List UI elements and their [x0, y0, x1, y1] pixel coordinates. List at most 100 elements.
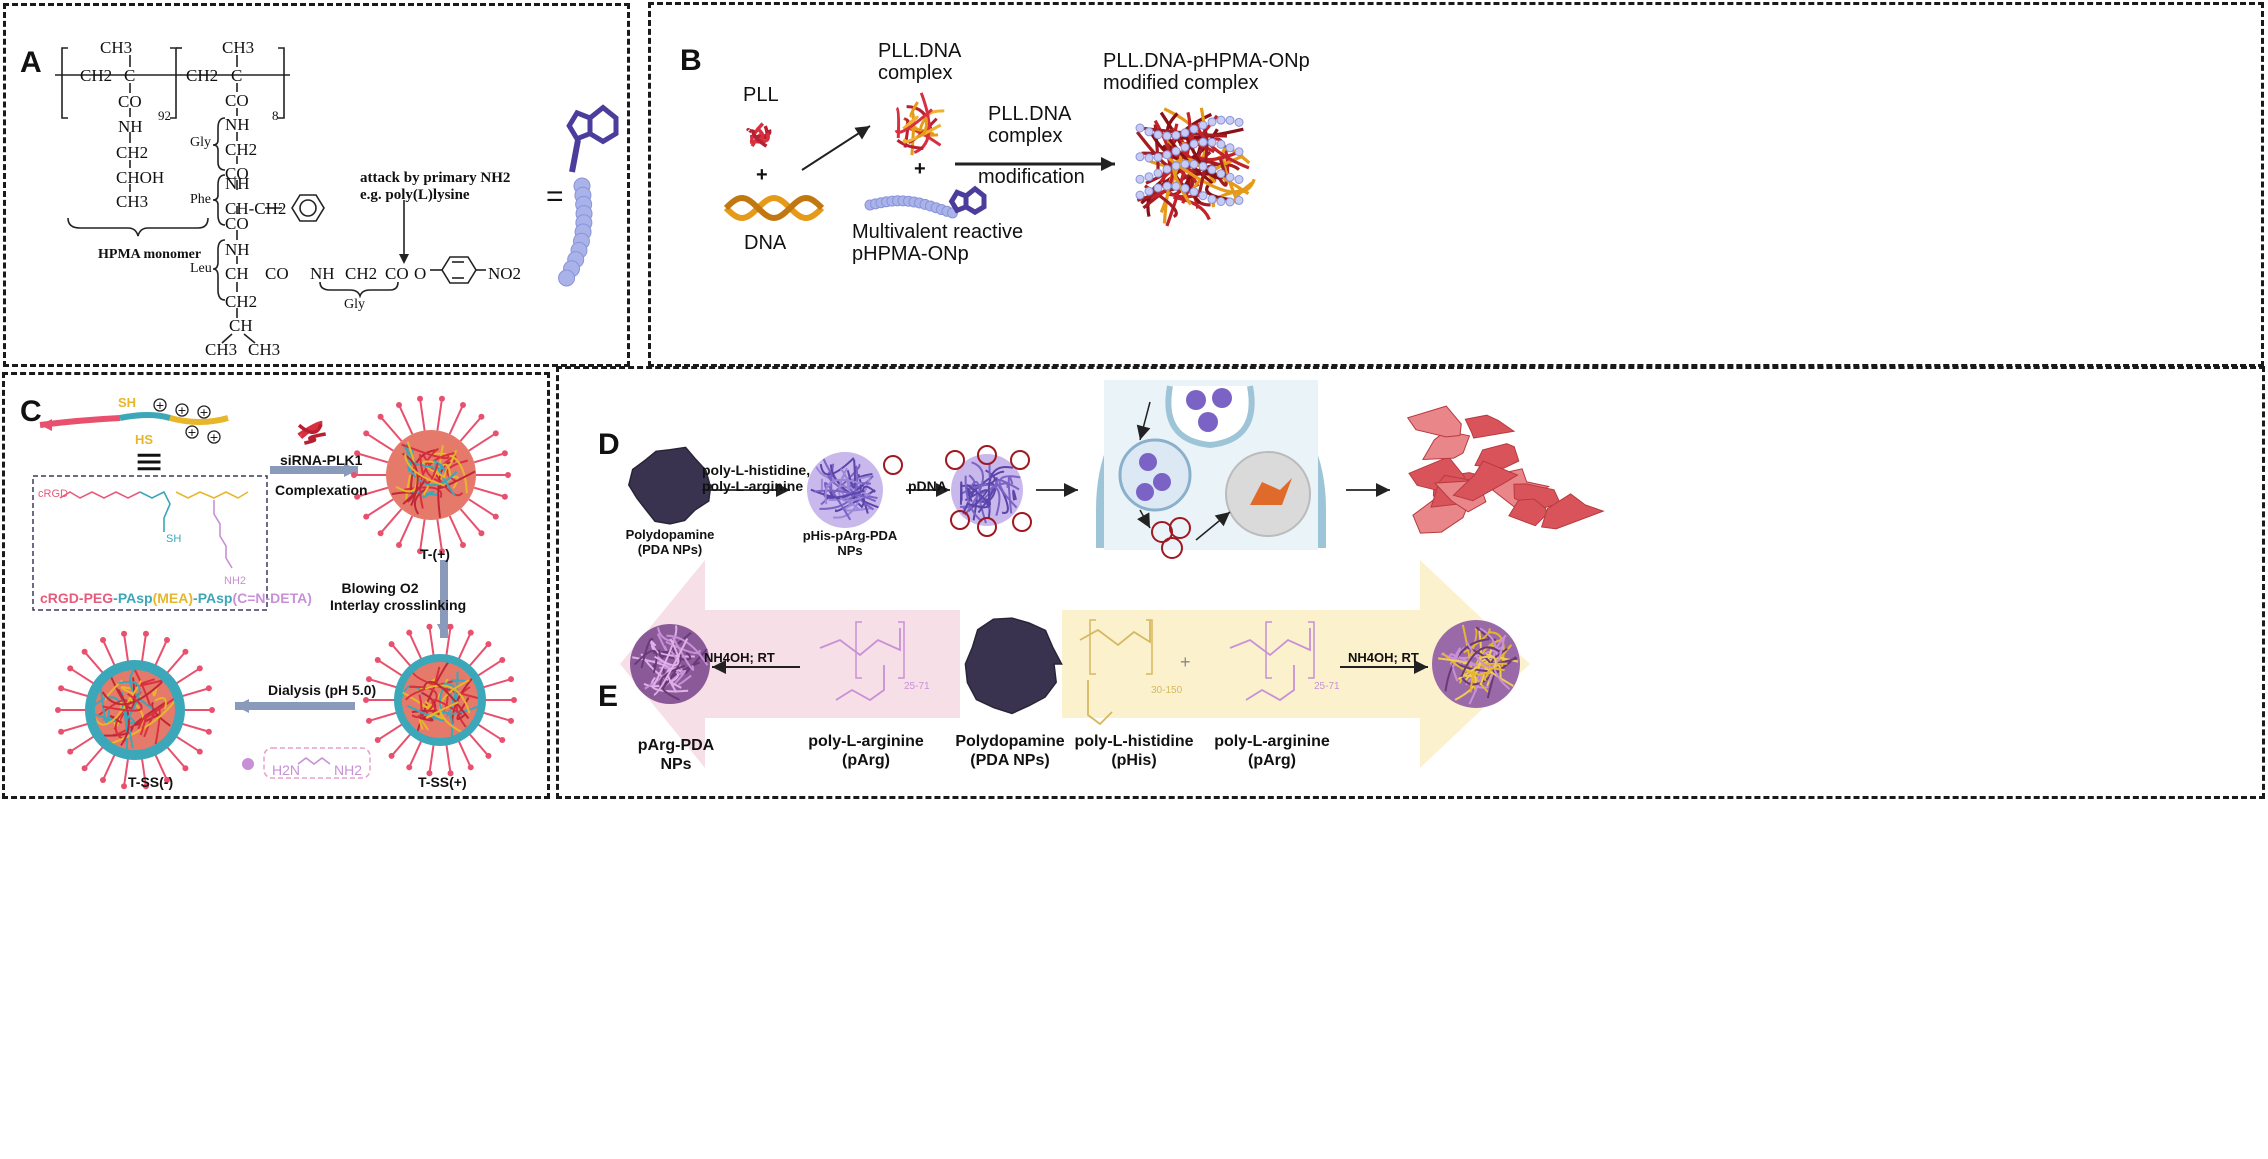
transfected-cell-icon — [1406, 405, 1462, 438]
attack-label-line1: attack by primary NH2 — [360, 170, 511, 186]
t-ss-minus-shell — [85, 660, 185, 760]
a-o: O — [414, 264, 427, 283]
panel-b — [648, 2, 2264, 367]
e-nh4oh-right: NH4OH; RT — [1348, 650, 1419, 665]
d-reaction-arrow — [702, 483, 790, 497]
e-parg-right-brackets — [1265, 621, 1315, 679]
plus-charge-glyph: + — [209, 431, 218, 444]
phpma-indole-icon — [948, 185, 987, 216]
d-pdna-arrow — [906, 483, 950, 497]
t-ss-minus-nanoparticle-icon-core — [91, 666, 179, 751]
polymer-bead-chain — [558, 177, 593, 287]
d-pdna-ring-icon — [945, 450, 965, 470]
a-ch2-5: CH2 — [345, 264, 378, 283]
panel-de — [556, 366, 2265, 799]
d-pdna-ring-icon — [883, 455, 903, 475]
d-reaction-label: poly-L-histidine,poly-L-arginine — [702, 462, 811, 494]
a-ch3-1: CH3 — [100, 38, 133, 57]
d-pdna-ring-icon — [977, 445, 997, 465]
a-sub-92: 92 — [158, 108, 171, 123]
chem-nh2: NH2 — [224, 575, 247, 587]
a-nh-4: NH — [225, 240, 250, 259]
e-pda-nanoparticle-icon — [964, 617, 1063, 715]
a-gly-2: Gly — [344, 297, 365, 312]
a-ch-leu: CH — [225, 264, 249, 283]
deta-nh2: NH2 — [334, 762, 363, 778]
plus-charge-icon — [153, 398, 167, 412]
structure-mea — [139, 490, 171, 532]
a-phe: Phe — [190, 192, 211, 207]
e-sub-his: 30-150 — [1151, 685, 1183, 696]
pll-dna-complex-icon — [894, 92, 945, 156]
endocytosed-np-icon — [1212, 388, 1232, 408]
transfected-cell-icon — [1508, 498, 1548, 527]
hpma-structure-lines — [55, 47, 486, 344]
plus-charge-glyph: + — [177, 404, 186, 417]
hpma-monomer-label: HPMA monomer — [98, 247, 202, 262]
a-co-1: CO — [118, 92, 142, 111]
dna-label: DNA — [744, 232, 787, 254]
plus-1: + — [756, 164, 768, 186]
chem-sh: SH — [166, 533, 182, 545]
plus-charge-icon — [207, 430, 221, 444]
chem-sh-top: SH — [118, 395, 137, 410]
modified-complex-beads — [1135, 181, 1244, 207]
e-phis-brackets — [1089, 619, 1153, 675]
a-co-3: CO — [225, 164, 249, 183]
t-plus-label: T-(+) — [420, 546, 450, 562]
d-pda-nanoparticle-icon — [627, 446, 712, 525]
e-phis-label: poly-L-histidine(pHis) — [1074, 733, 1194, 769]
released-pdna-icon — [1151, 521, 1173, 543]
e-sub-right: 25-71 — [1314, 681, 1340, 692]
panel-a-label: A — [20, 46, 42, 79]
a-nh-1: NH — [118, 117, 143, 136]
a-leu: Leu — [190, 261, 212, 276]
structure-peg — [59, 491, 141, 499]
modified-complex-beads — [1135, 159, 1244, 185]
pasp-deta-strand — [169, 415, 229, 425]
panel-c-label: C — [20, 395, 42, 428]
e-parg-right-structure — [1229, 628, 1311, 702]
indole-linker — [569, 139, 581, 173]
modification-label: modification — [978, 166, 1085, 188]
polymer-structure-box — [32, 475, 268, 611]
e-pda-label: Polydopamine(PDA NPs) — [955, 733, 1065, 769]
a-choh: CHOH — [116, 168, 165, 187]
panel-d-label: D — [598, 428, 620, 461]
a-nh-3: NH — [225, 174, 250, 193]
pll-coil-icon — [746, 122, 772, 148]
a-nh-5: NH — [310, 264, 335, 283]
endosome-icon — [1118, 438, 1192, 512]
sirna-label: siRNA-PLK1 — [280, 452, 363, 468]
a-ch3-3: CH3 — [222, 38, 255, 57]
modification-arrow — [955, 157, 1115, 171]
d-pda-label: Polydopamine(PDA NPs) — [625, 527, 715, 557]
a-co-6: CO — [385, 264, 409, 283]
endosome-np-icon — [1136, 483, 1154, 501]
cell-to-outcome-arrow — [1346, 483, 1390, 497]
plus-charge-glyph: + — [199, 406, 208, 419]
cell-internal-arrow-1 — [1136, 401, 1151, 441]
a-ch3-4: CH3 — [205, 340, 238, 359]
sirna-icon — [297, 420, 326, 445]
deta-h2n: H2N — [272, 762, 301, 778]
blowing-label: Blowing O2 — [341, 580, 419, 596]
d-pdna-ring-icon — [977, 517, 997, 537]
pasp-mea-strand — [119, 412, 171, 421]
e-parg-left-brackets — [855, 621, 905, 679]
a-ch2-1: CH2 — [80, 66, 113, 85]
pll-label: PLL — [743, 84, 779, 106]
indole-group-icon — [566, 104, 619, 145]
endosome-np-icon — [1139, 453, 1157, 471]
transfected-cell-icon — [1540, 493, 1605, 530]
e-phis-structure — [1079, 620, 1151, 726]
dna-helix-icon — [723, 194, 825, 222]
a-ch-bottom: CH — [229, 316, 253, 335]
d-pdna-label: pDNA — [908, 478, 947, 494]
panel-c-graphics: +++++ — [32, 395, 517, 790]
released-pdna-icon — [1161, 537, 1183, 559]
a-co-4: CO — [225, 214, 249, 233]
